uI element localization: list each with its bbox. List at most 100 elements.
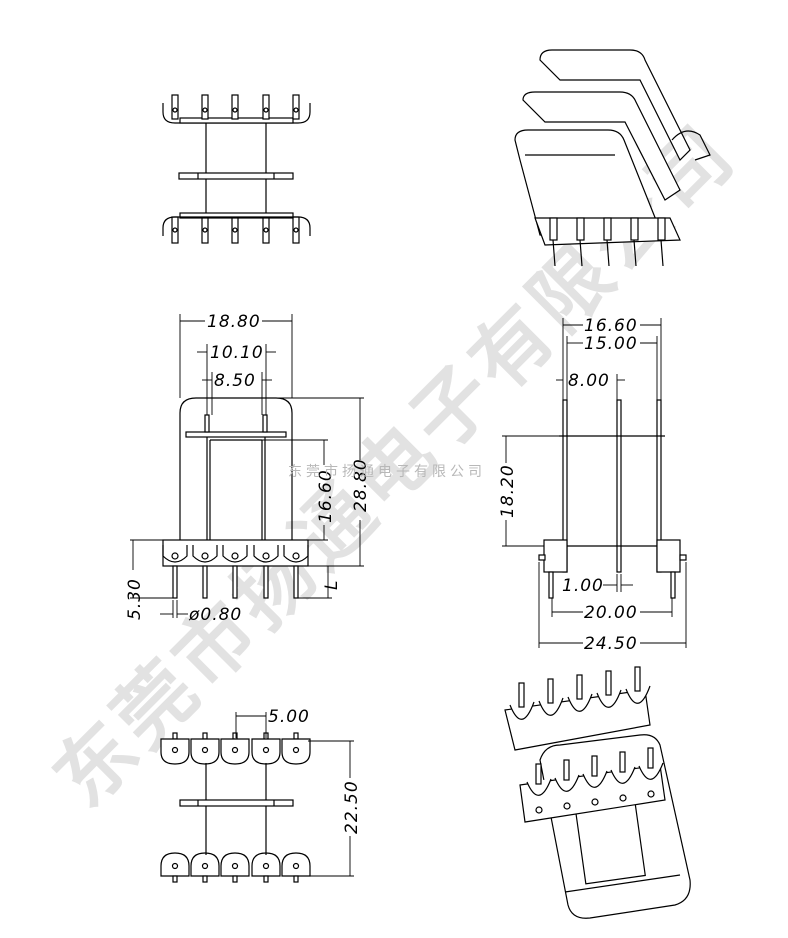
pin [201,94,209,120]
pin-boss [538,697,564,716]
pin-boss [582,770,608,788]
pin-hole [171,746,179,754]
pin-hole [231,746,239,754]
pin-hole [202,107,208,113]
pin [657,217,666,241]
pin-lead [660,239,664,267]
pin-hole [619,794,627,802]
pin-boss [596,689,622,708]
pin-boss [625,685,651,704]
pin [634,666,641,692]
pin-hole [263,227,269,233]
dim-flange-inner: 15.00 [584,334,638,354]
pin-boss [281,852,311,877]
isometric-view-bottom [504,666,691,919]
pin-boss [526,778,552,796]
side-view: 16.60 15.00 8.00 18.20 1.00 20.00 24.50 [498,316,687,654]
dim-flange-outer: 16.60 [584,316,638,336]
pin-boss [220,852,250,877]
pin [605,670,612,696]
pin-boss [253,545,279,563]
pin [619,751,626,773]
dim-pin-pitch: 5.00 [268,707,310,727]
pin [563,759,570,781]
pin [263,565,269,599]
pin-boss [509,701,535,720]
pin-boss [281,738,311,765]
top-view [162,94,311,244]
pin-lead [552,239,556,267]
pin-boss [162,545,188,563]
pin-boss [251,852,281,877]
pin [293,732,299,740]
pin [262,94,270,120]
pin [603,217,612,241]
pin [293,565,299,599]
pin-lead [633,239,637,267]
pin-lead [579,239,583,267]
pin [292,94,300,120]
pin-hole [262,862,270,870]
pin [263,875,269,883]
pin [232,565,238,599]
pin-boss [251,738,281,765]
pin [576,674,583,700]
dim-base-width: 24.50 [584,634,638,654]
bottom-view: 5.00 22.50 [160,707,362,883]
pin-hole [262,746,270,754]
pin-hole [263,107,269,113]
pin [576,217,585,241]
pin-hole [201,552,209,560]
pin-hole [647,790,655,798]
pin-hole [535,806,543,814]
pin [171,94,179,120]
pin [591,755,598,777]
pin-boss [192,545,218,563]
pin-hole [201,746,209,754]
dim-length: 22.50 [342,780,362,834]
pin-boss [220,738,250,765]
dim-core-width: 8.50 [214,371,256,391]
pin-hole [292,746,300,754]
pin-hole [293,107,299,113]
pin-hole [231,862,239,870]
pin-hole [172,107,178,113]
pin-boss [610,766,636,784]
pin-hole [563,802,571,810]
pin-boss [222,545,248,563]
pin-boss [160,852,190,877]
dim-pin-span: 10.10 [210,343,264,363]
pin-boss [190,738,220,765]
pin-hole [172,227,178,233]
pin-hole [202,227,208,233]
pin [172,875,178,883]
pin [518,682,525,708]
pin [202,565,208,599]
pin-boss [283,545,309,563]
pin [630,217,639,241]
dim-pin-row-spacing: 20.00 [584,603,638,623]
pin [202,732,208,740]
dim-pin-diameter: ø0.80 [188,605,242,625]
dim-width-total: 18.80 [207,312,261,332]
pin-hole [201,862,209,870]
dim-height-total: 28.80 [351,458,371,512]
front-view: 18.80 10.10 8.50 28.80 16.60 5.30 L ø0.8… [125,312,371,625]
pin [535,763,542,785]
dim-window-height: 16.60 [316,469,336,523]
pin-boss [160,738,190,765]
pin-boss [567,693,593,712]
pin-hole [262,552,270,560]
dim-flange-thickness: 1.00 [562,576,604,596]
pin-hole [231,552,239,560]
pin-hole [591,798,599,806]
pin [172,732,178,740]
pin-hole [232,107,238,113]
watermark-small: 东莞市扬通电子有限公司 [288,463,486,480]
pin-lead [606,239,610,267]
pin [172,565,178,599]
pin [231,94,239,120]
dim-pin-length: L [322,580,342,590]
